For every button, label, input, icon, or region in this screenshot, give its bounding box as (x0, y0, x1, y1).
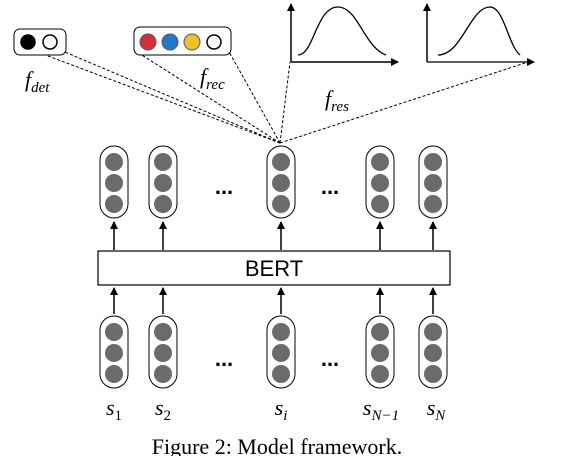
rec-head-label: frec (200, 64, 225, 93)
input-label: sN (427, 395, 447, 424)
input-labels: s1 s2 si sN−1 sN (106, 395, 446, 424)
output-token (266, 145, 296, 219)
input-token (99, 315, 129, 389)
input-ellipsis: ... (321, 346, 339, 371)
rec-dot (206, 34, 222, 50)
input-label: s2 (155, 395, 171, 424)
rec-dot (161, 33, 179, 51)
output-ellipsis: ... (321, 174, 339, 199)
input-label: s1 (106, 395, 122, 424)
input-tokens (99, 315, 448, 389)
rec-dot (139, 33, 157, 51)
input-ellipsis: ... (215, 346, 233, 371)
input-label: sN−1 (363, 395, 399, 424)
res-head-label: fres (325, 86, 349, 115)
det-dot (42, 34, 58, 50)
rec-head-box (133, 26, 232, 56)
connection-res (279, 61, 529, 144)
res-plot-right (423, 3, 535, 66)
det-head-label: fdet (25, 67, 50, 96)
connection-res (279, 61, 291, 144)
output-token (418, 145, 448, 219)
input-label: si (275, 395, 288, 424)
connection-det (59, 49, 281, 144)
bert-label: BERT (245, 256, 303, 281)
res-plot-left (287, 3, 399, 66)
encoder-output-arrows (110, 221, 437, 250)
connection-rec (133, 49, 281, 144)
det-dot (20, 34, 36, 50)
input-token (418, 315, 448, 389)
bert-encoder: BERT (97, 250, 451, 286)
output-token (148, 145, 178, 219)
figure-caption: Figure 2: Model framework. (152, 434, 403, 456)
output-token (365, 145, 395, 219)
input-token (148, 315, 178, 389)
rec-dot (183, 33, 201, 51)
connection-rec (227, 49, 281, 144)
det-head-box (13, 28, 67, 56)
connection-det (31, 49, 281, 144)
output-token (99, 145, 129, 219)
input-encoder-arrows (110, 287, 437, 314)
head-connections (31, 49, 529, 144)
output-ellipsis: ... (215, 174, 233, 199)
output-tokens (99, 145, 448, 219)
input-token (266, 315, 296, 389)
input-token (365, 315, 395, 389)
